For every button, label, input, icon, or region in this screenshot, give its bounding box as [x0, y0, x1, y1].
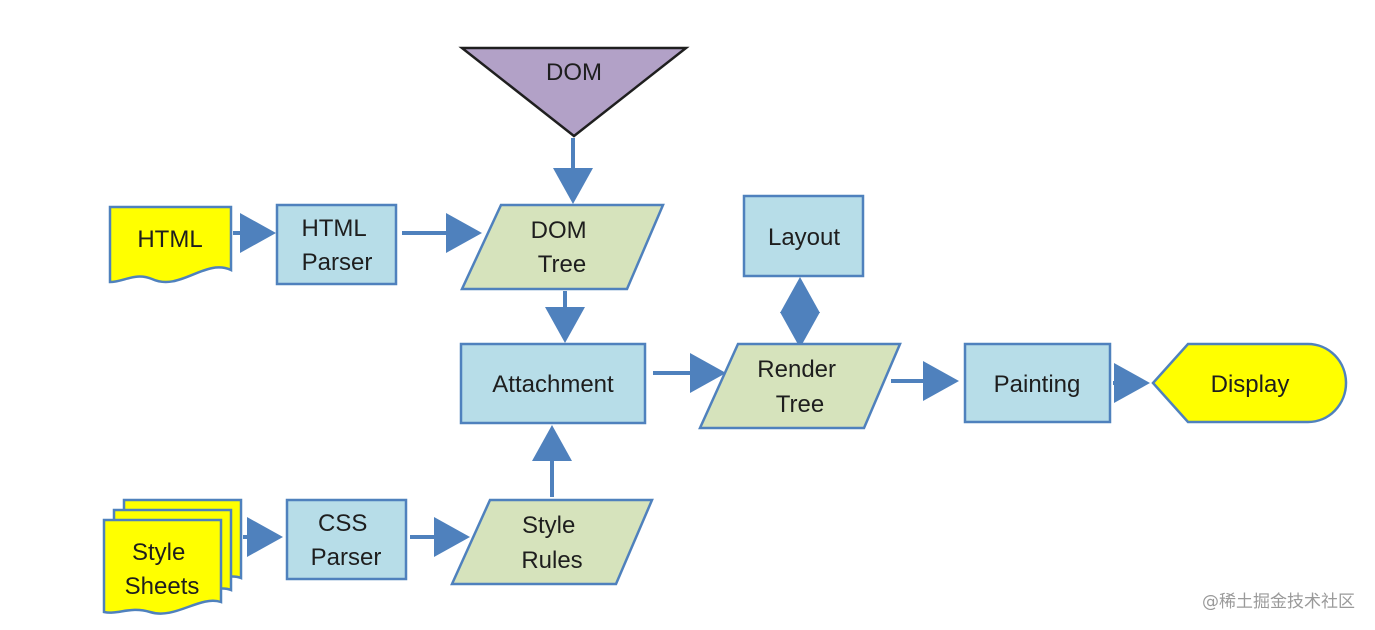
dom-tree-data-shape — [460, 203, 665, 291]
stylesheets-label: Style Sheets — [125, 539, 200, 600]
node-html: HTML — [108, 205, 233, 284]
render-tree-label: Render Tree — [757, 356, 842, 418]
html-parser-label: HTML Parser — [301, 215, 372, 276]
node-html-parser: HTML Parser — [275, 203, 398, 286]
node-layout: Layout — [742, 194, 865, 278]
stylesheets-front-page — [102, 518, 223, 615]
css-parser-label: CSS Parser — [311, 510, 382, 571]
node-dom-tree: DOM Tree — [460, 203, 665, 291]
style-rules-label: Style Rules — [521, 512, 582, 574]
node-stylesheets: Style Sheets — [102, 498, 243, 615]
edges — [233, 138, 1150, 557]
html-document-shape — [108, 205, 233, 284]
node-render-tree: Render Tree — [698, 342, 902, 430]
node-painting: Painting — [963, 342, 1112, 424]
painting-label: Painting — [994, 371, 1081, 398]
painting-box — [963, 342, 1112, 424]
node-css-parser: CSS Parser — [285, 498, 408, 581]
dom-merge-shape — [458, 46, 690, 138]
dom-label: DOM — [546, 59, 602, 86]
node-attachment: Attachment — [459, 342, 647, 425]
style-rules-data-shape — [450, 498, 654, 586]
node-dom: DOM — [458, 46, 690, 138]
attachment-box — [459, 342, 647, 425]
css-parser-box — [285, 498, 408, 581]
display-label: Display — [1211, 371, 1290, 398]
html-label: HTML — [137, 226, 202, 253]
watermark-text: @稀土掘金技术社区 — [1202, 592, 1355, 612]
render-tree-data-shape — [698, 342, 902, 430]
layout-box — [742, 194, 865, 278]
display-shape — [1151, 342, 1348, 424]
layout-label: Layout — [768, 224, 840, 251]
dom-tree-label: DOM Tree — [531, 217, 594, 278]
html-parser-box — [275, 203, 398, 286]
node-display: Display — [1151, 342, 1348, 424]
attachment-label: Attachment — [492, 371, 614, 398]
node-style-rules: Style Rules — [450, 498, 654, 586]
